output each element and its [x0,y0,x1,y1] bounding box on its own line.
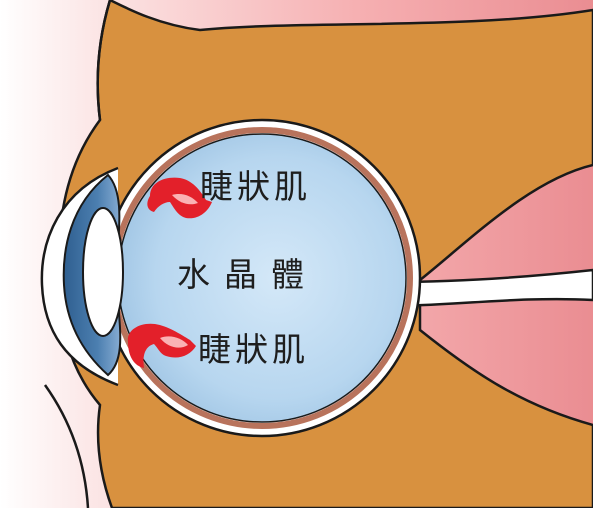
ciliary-muscle-label-top: 睫狀肌 [200,170,311,203]
lens [83,208,123,336]
lens-label: 水晶體 [177,258,318,291]
ciliary-muscle-label-bottom: 睫狀肌 [198,333,309,366]
